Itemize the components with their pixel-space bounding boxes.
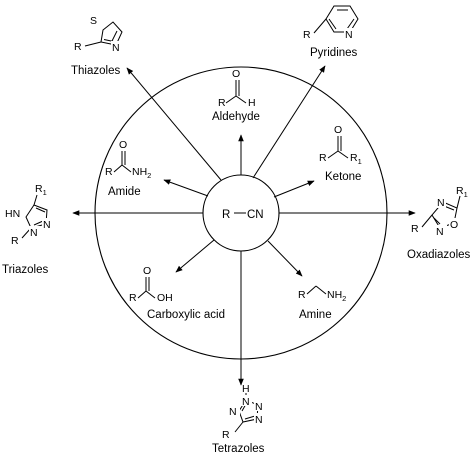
aldehyde-r: R [218, 97, 226, 109]
thiazole-r: R [74, 41, 82, 53]
label-triazoles: Triazoles [2, 264, 48, 276]
nitrile-center: R CN [222, 209, 264, 221]
carboxylic-acid-structure: O R OH Carboxylic acid [129, 265, 225, 321]
triazole-hn: HN [5, 208, 20, 220]
oxadiazole-n2: N [436, 226, 444, 238]
triazole-r1: R1 [35, 183, 47, 197]
arrow-ketone [273, 180, 315, 198]
pyridine-r: R [303, 29, 311, 41]
tetrazole-n3: N [255, 401, 263, 413]
thiazole-structure: S N R Thiazoles [71, 13, 123, 77]
amide-nh2: NH2 [132, 166, 151, 180]
aldehyde-o: O [232, 68, 240, 80]
ketone-r1: R1 [350, 152, 362, 166]
oxadiazole-n1: N [437, 197, 445, 209]
carboxylic-acid-r: R [129, 292, 137, 304]
arrow-amide [163, 179, 209, 197]
pyridine-n: N [345, 29, 353, 41]
reaction-arrows [72, 65, 416, 386]
carboxylic-acid-o: O [143, 265, 151, 277]
amine-nh2: NH2 [327, 289, 346, 303]
triazole-r: R [11, 235, 19, 247]
thiazole-n: N [112, 42, 120, 54]
label-oxadiazoles: Oxadiazoles [407, 249, 471, 261]
amide-r: R [105, 166, 113, 178]
carboxylic-acid-oh: OH [157, 292, 173, 304]
oxadiazole-r1: R1 [456, 185, 468, 199]
aldehyde-structure: O R H Aldehyde [212, 68, 260, 123]
label-thiazoles: Thiazoles [71, 65, 120, 77]
label-ketone: Ketone [325, 171, 361, 183]
ketone-r: R [319, 152, 327, 164]
tetrazole-n2: N [229, 406, 237, 418]
oxadiazole-o: O [450, 219, 458, 231]
label-amide: Amide [108, 186, 141, 198]
tetrazole-structure: H N N N N R Tetrazoles [212, 383, 265, 453]
thiazole-s: S [90, 15, 97, 27]
arrow-pyridines [252, 65, 326, 179]
triazole-n2: N [30, 227, 38, 239]
label-aldehyde: Aldehyde [212, 111, 260, 123]
amine-r: R [298, 289, 306, 301]
center-r: R [222, 209, 230, 221]
pyridine-structure: N R Pyridines [303, 5, 359, 59]
label-amine: Amine [299, 309, 332, 321]
arrow-amine [267, 240, 303, 277]
tetrazole-r: R [222, 429, 230, 441]
triazole-n1: N [43, 219, 51, 231]
label-pyridines: Pyridines [310, 47, 358, 59]
oxadiazole-structure: N O N R1 R Oxadiazoles [407, 185, 471, 261]
amide-structure: O R NH2 Amide [105, 139, 151, 198]
tetrazole-n4: N [255, 414, 263, 426]
arrow-carboxylic-acid [175, 239, 215, 273]
amine-structure: R NH2 Amine [298, 285, 346, 321]
center-cn: CN [247, 209, 264, 221]
ketone-structure: O R R1 Ketone [319, 124, 362, 183]
ketone-o: O [334, 124, 342, 136]
aldehyde-h: H [248, 97, 256, 109]
tetrazole-h: H [242, 383, 250, 395]
label-tetrazoles: Tetrazoles [212, 443, 265, 453]
label-carboxylic-acid: Carboxylic acid [147, 309, 225, 321]
triazole-structure: HN N N R1 R Triazoles [2, 183, 53, 276]
tetrazole-n1: N [242, 396, 250, 408]
amide-o: O [119, 139, 127, 151]
oxadiazole-r: R [411, 223, 419, 235]
arrow-thiazoles [126, 67, 222, 181]
